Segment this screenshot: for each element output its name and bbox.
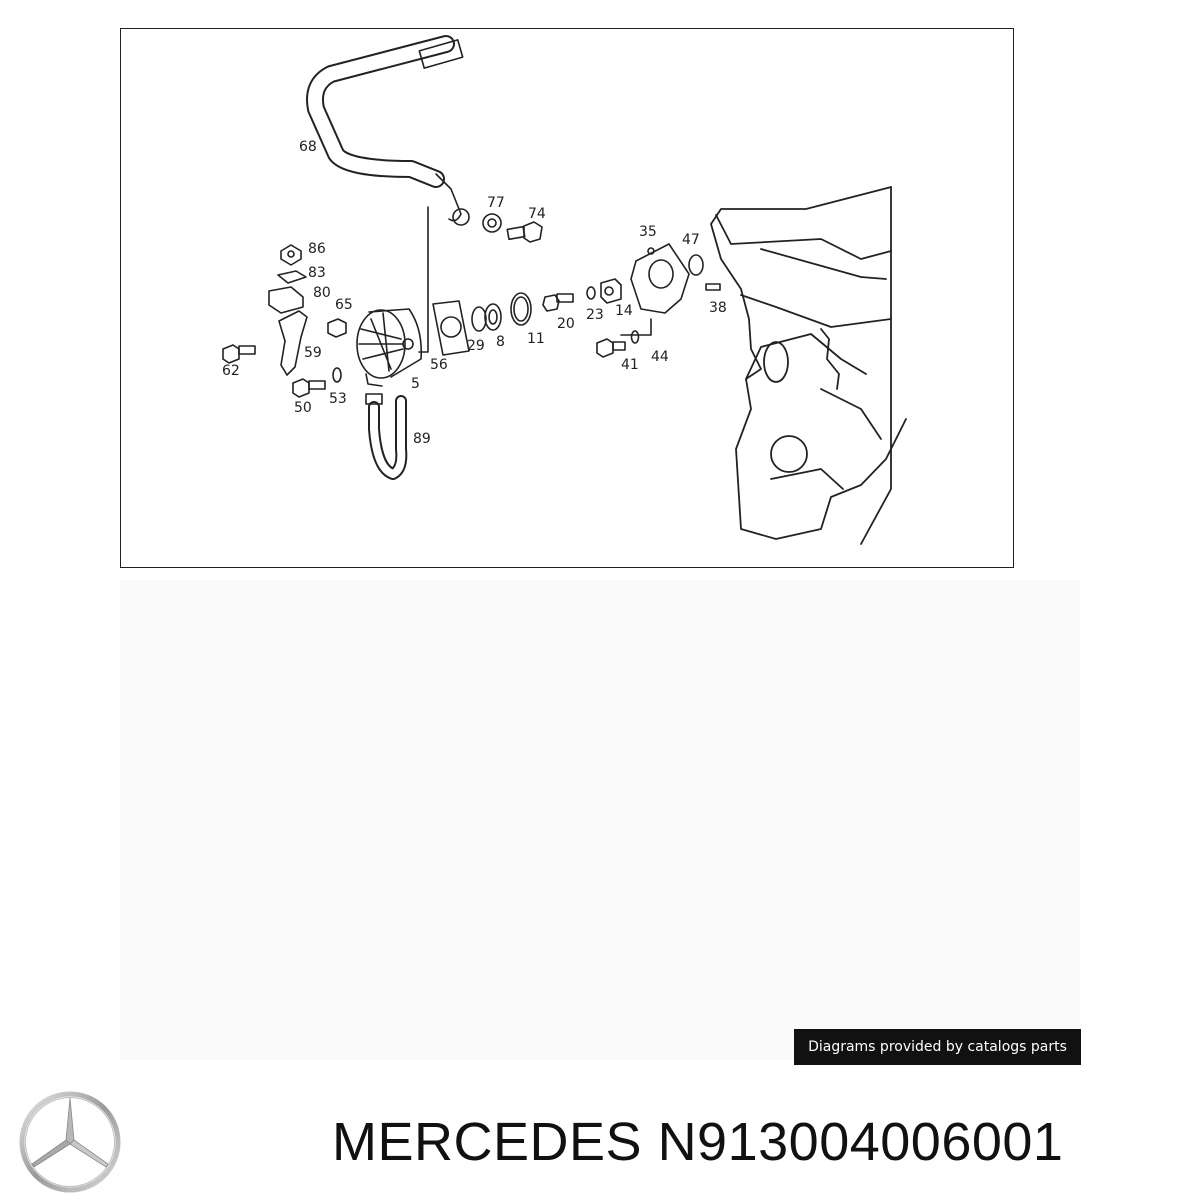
callout-89: 89 — [413, 431, 431, 447]
callout-74: 74 — [528, 206, 546, 222]
part-pipe-89 — [365, 393, 408, 480]
callout-56: 56 — [430, 357, 448, 373]
callout-23: 23 — [586, 307, 604, 323]
callout-35: 35 — [639, 224, 657, 240]
callout-50: 50 — [294, 400, 312, 416]
part-bolt-20 — [542, 293, 574, 312]
part-spacer-65 — [327, 318, 347, 338]
brand-name: MERCEDES — [332, 1112, 643, 1172]
part-gasket-56 — [432, 300, 470, 356]
callout-86: 86 — [308, 241, 326, 257]
callout-77: 77 — [487, 195, 505, 211]
callout-8: 8 — [496, 334, 505, 350]
callout-59: 59 — [304, 345, 322, 361]
part-fitting-14 — [600, 278, 622, 304]
part-washer-77 — [482, 213, 502, 233]
part-clip-83 — [277, 270, 307, 284]
part-seal-8 — [484, 303, 502, 331]
callout-47: 47 — [682, 232, 700, 248]
parts-diagram-drawing: 68 77 74 35 47 86 83 80 65 59 62 56 29 8… — [222, 35, 907, 545]
part-washer-53 — [332, 367, 342, 383]
callout-53: 53 — [329, 391, 347, 407]
callout-83: 83 — [308, 265, 326, 281]
callout-29: 29 — [467, 338, 485, 354]
part-bolt-74 — [506, 221, 543, 243]
parts-diagram: 68 77 74 35 47 86 83 80 65 59 62 56 29 8… — [120, 28, 1014, 568]
callout-62: 62 — [222, 363, 240, 379]
part-washer-23 — [586, 286, 596, 300]
part-ring-29 — [471, 306, 487, 332]
part-washer-44 — [630, 330, 640, 344]
callout-41: 41 — [621, 357, 639, 373]
part-clamp-80 — [268, 286, 304, 314]
part-bolt-41 — [596, 338, 626, 358]
part-hose-68 — [306, 35, 470, 226]
callout-5: 5 — [411, 376, 420, 392]
diagram-credit-badge: Diagrams provided by catalogs parts — [794, 1029, 1081, 1065]
engine-block — [710, 186, 907, 545]
callout-labels: 68 77 74 35 47 86 83 80 65 59 62 56 29 8… — [222, 139, 727, 447]
part-o-ring-11 — [510, 292, 532, 326]
callout-11: 11 — [527, 331, 545, 347]
callout-38: 38 — [709, 300, 727, 316]
part-o-ring-47 — [688, 254, 704, 276]
part-oil-cooler-5 — [356, 308, 423, 387]
part-bolt-50 — [292, 378, 326, 398]
part-nut-86 — [280, 244, 302, 266]
part-bolt-62 — [222, 344, 256, 364]
part-number: N913004006001 — [657, 1112, 1064, 1172]
part-pin-38 — [705, 283, 721, 291]
callout-68: 68 — [299, 139, 317, 155]
callout-14: 14 — [615, 303, 633, 319]
part-flange-35 — [630, 243, 690, 314]
callout-44: 44 — [651, 349, 669, 365]
part-bracket-59 — [278, 310, 308, 376]
callout-20: 20 — [557, 316, 575, 332]
part-caption: MERCEDES N913004006001 — [332, 1102, 1192, 1182]
mercedes-star-icon — [19, 1091, 121, 1193]
sheet-background — [120, 580, 1080, 1060]
callout-80: 80 — [313, 285, 331, 301]
callout-65: 65 — [335, 297, 353, 313]
